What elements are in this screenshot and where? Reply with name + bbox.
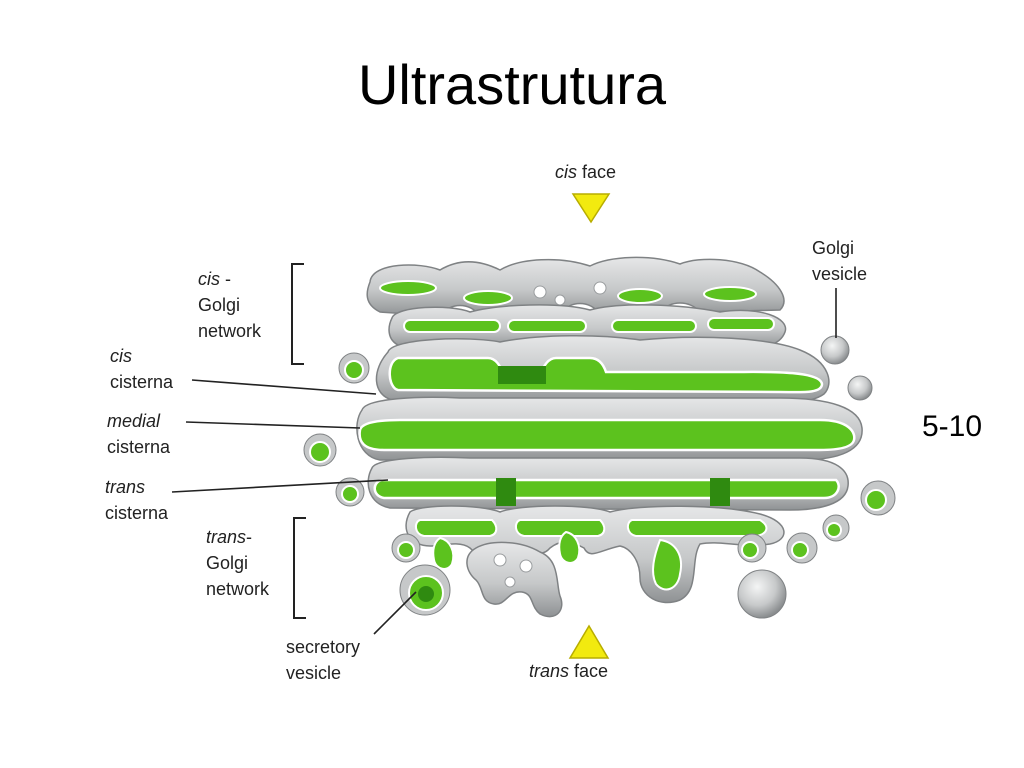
- tubular-network-shape: [466, 541, 563, 618]
- cis-face-label: cis face: [555, 162, 617, 182]
- trans-face-label: trans face: [529, 661, 609, 681]
- trans-golgi-network-label: trans- Golgi network: [206, 527, 270, 599]
- trans-face-arrow-icon: [568, 624, 610, 659]
- vesicles: [303, 335, 896, 619]
- cis-cisterna-leader: [191, 379, 377, 395]
- trans-cisterna-label: trans cisterna: [105, 477, 169, 523]
- secretory-vesicle-label: secretory vesicle: [286, 637, 361, 683]
- golgi-vesicle: [820, 335, 850, 365]
- medial-cisterna-label: medial cisterna: [107, 411, 171, 457]
- trans-golgi-network-shape: [405, 505, 785, 604]
- slide-title: Ultrastrutura: [357, 53, 667, 116]
- trans-cisterna-shape: [367, 456, 849, 511]
- cis-cisterna-shape: [375, 335, 830, 404]
- cis-golgi-network-label: cis - Golgi network: [198, 269, 262, 341]
- medial-cisterna-leader: [185, 421, 361, 429]
- trans-cisterna-leader: [171, 479, 389, 493]
- slide-number: 5-10: [922, 410, 983, 443]
- trans-golgi-network-bracket: [293, 517, 306, 619]
- cis-face-arrow-icon: [571, 193, 611, 224]
- secretory-vesicle-leader: [373, 591, 417, 635]
- cis-golgi-network-bracket: [291, 263, 304, 365]
- medial-cisterna-shape: [356, 396, 863, 461]
- cis-cisterna-label: cis cisterna: [110, 346, 174, 392]
- golgi-vesicle-label: Golgi vesicle: [812, 238, 868, 284]
